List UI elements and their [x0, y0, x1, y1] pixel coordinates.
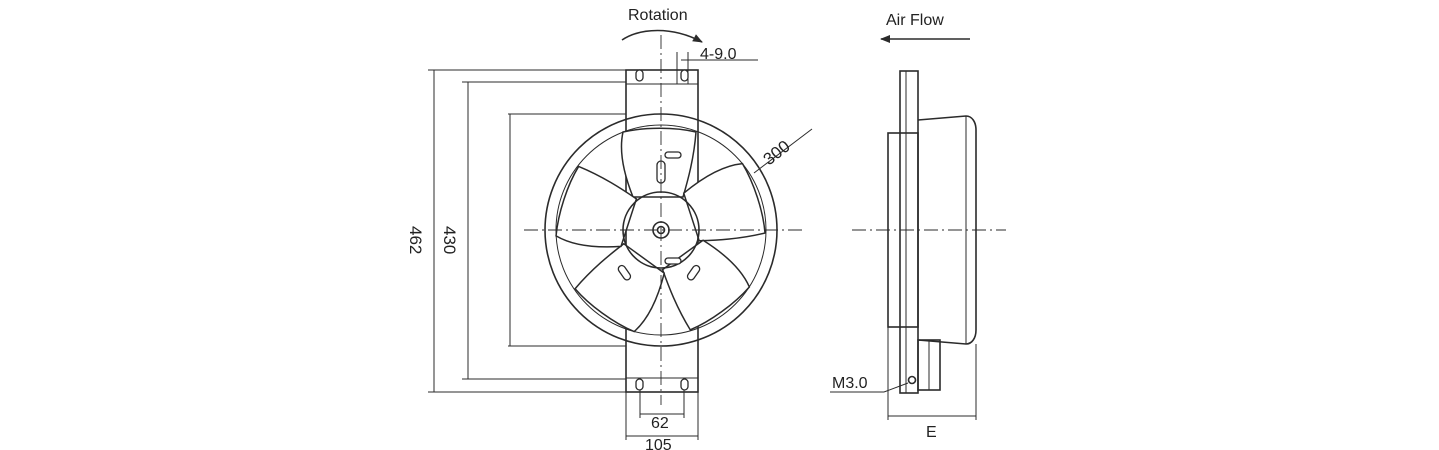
terminal-label: M3.0 — [832, 375, 868, 392]
mount-slot-top-left — [635, 69, 644, 82]
rotation-arrow — [621, 29, 703, 43]
mount-hole-label: 4-9.0 — [700, 46, 737, 63]
fan-blade — [555, 165, 638, 248]
fan-blades — [555, 127, 766, 333]
blade-slot — [617, 264, 632, 281]
fan-blade — [661, 239, 751, 331]
fan-blade — [574, 242, 666, 333]
rotation-label: Rotation — [628, 7, 688, 24]
diameter-label: 300 — [760, 137, 794, 169]
width-outer-label: 105 — [645, 437, 672, 450]
side-view: Air Flow M3.0 E — [830, 12, 1006, 441]
front-view: Rotation 4-9.0 300 462 430 62 105 — [406, 7, 813, 450]
diameter-leader — [753, 128, 813, 174]
blade-slot — [664, 257, 682, 265]
height-inner-label: 430 — [440, 226, 459, 254]
mount-slot-bottom-right — [680, 378, 689, 391]
mount-slot-top-right — [680, 69, 689, 82]
height-outer-label: 462 — [406, 226, 425, 254]
mount-slot-bottom-left — [635, 378, 644, 391]
airflow-label: Air Flow — [886, 12, 944, 29]
blade-slot — [664, 151, 682, 159]
depth-label: E — [926, 424, 937, 441]
terminal-screw — [907, 375, 917, 385]
blade-slot — [686, 264, 701, 281]
width-inner-label: 62 — [651, 415, 669, 432]
side-bracket — [899, 70, 919, 394]
fan-blade — [682, 162, 766, 242]
